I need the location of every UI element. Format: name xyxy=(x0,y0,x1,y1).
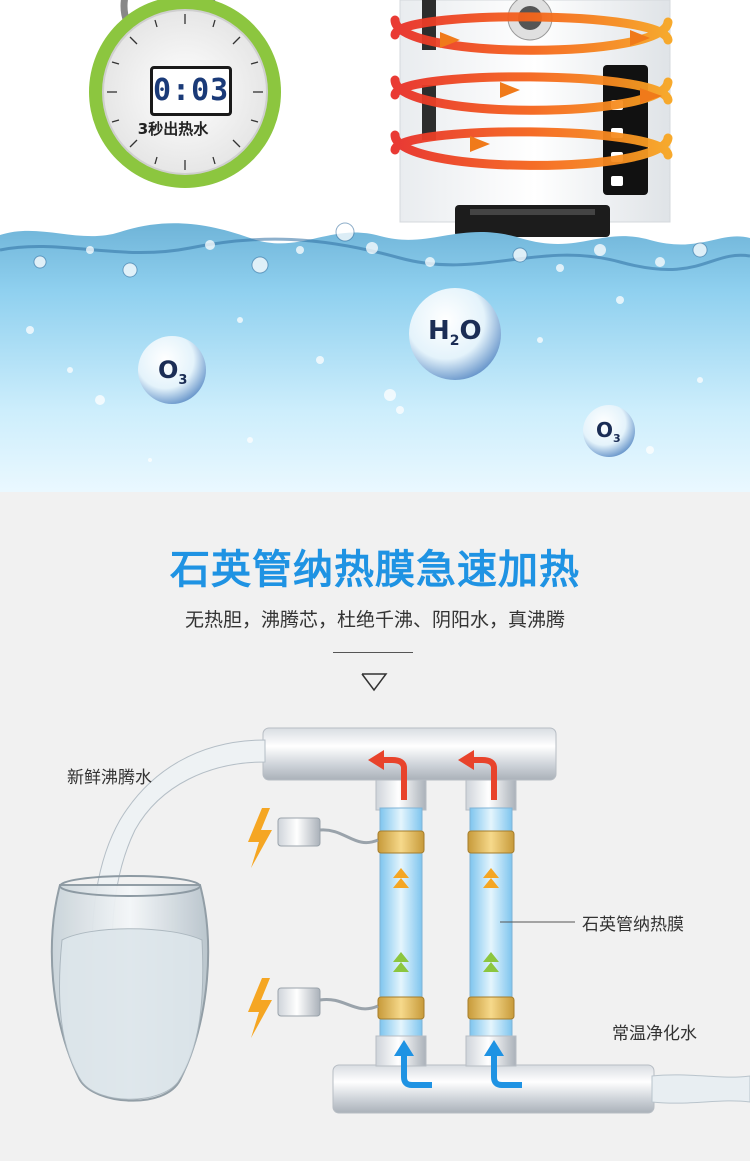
chevron-down-icon xyxy=(361,673,388,692)
heating-diagram xyxy=(50,727,750,1114)
label-fresh-water: 新鲜沸腾水 xyxy=(67,768,152,788)
ozone-bubble-right xyxy=(583,405,635,457)
hot-water-arrows xyxy=(380,757,497,800)
feature-subheading: 无热胆，沸腾芯，杜绝千沸、阴阳水，真沸腾 xyxy=(184,609,565,631)
quartz-tube-left xyxy=(375,779,427,1067)
water-bubble xyxy=(409,288,501,380)
ozone-bubble-left xyxy=(138,336,206,404)
hero-illustration xyxy=(0,0,750,492)
bubbles xyxy=(26,223,707,462)
top-pipe xyxy=(262,727,557,781)
label-quartz-film: 石英管纳热膜 xyxy=(582,915,684,935)
quartz-tube-right xyxy=(465,779,517,1067)
molecule-label-o3-right: O3 xyxy=(596,418,621,445)
power-connector-top xyxy=(277,817,379,847)
lightning-bolt-icon xyxy=(248,808,272,1038)
timer-display: 0:03 xyxy=(150,66,232,116)
divider-line xyxy=(333,652,413,653)
label-room-temp-water: 常温净化水 xyxy=(612,1024,697,1044)
molecule-label-o3-left: O3 xyxy=(158,356,188,388)
cold-water-arrows xyxy=(401,1054,522,1088)
inlet-stream xyxy=(651,1074,750,1104)
power-connector-bottom xyxy=(277,987,379,1017)
hero-section: 0:03 3秒出热水 O3 H2O O3 xyxy=(0,0,750,492)
timer-caption: 3秒出热水 xyxy=(137,120,209,138)
feature-heading: 石英管纳热膜急速加热 xyxy=(170,547,580,593)
molecule-label-h2o: H2O xyxy=(428,316,482,350)
flow-arrows xyxy=(393,952,499,972)
heat-arrows xyxy=(393,868,499,888)
heat-rings xyxy=(390,12,673,170)
timer-digits: 0:03 xyxy=(153,73,230,108)
heat-arrowheads xyxy=(440,30,662,152)
water-surface xyxy=(0,223,750,492)
